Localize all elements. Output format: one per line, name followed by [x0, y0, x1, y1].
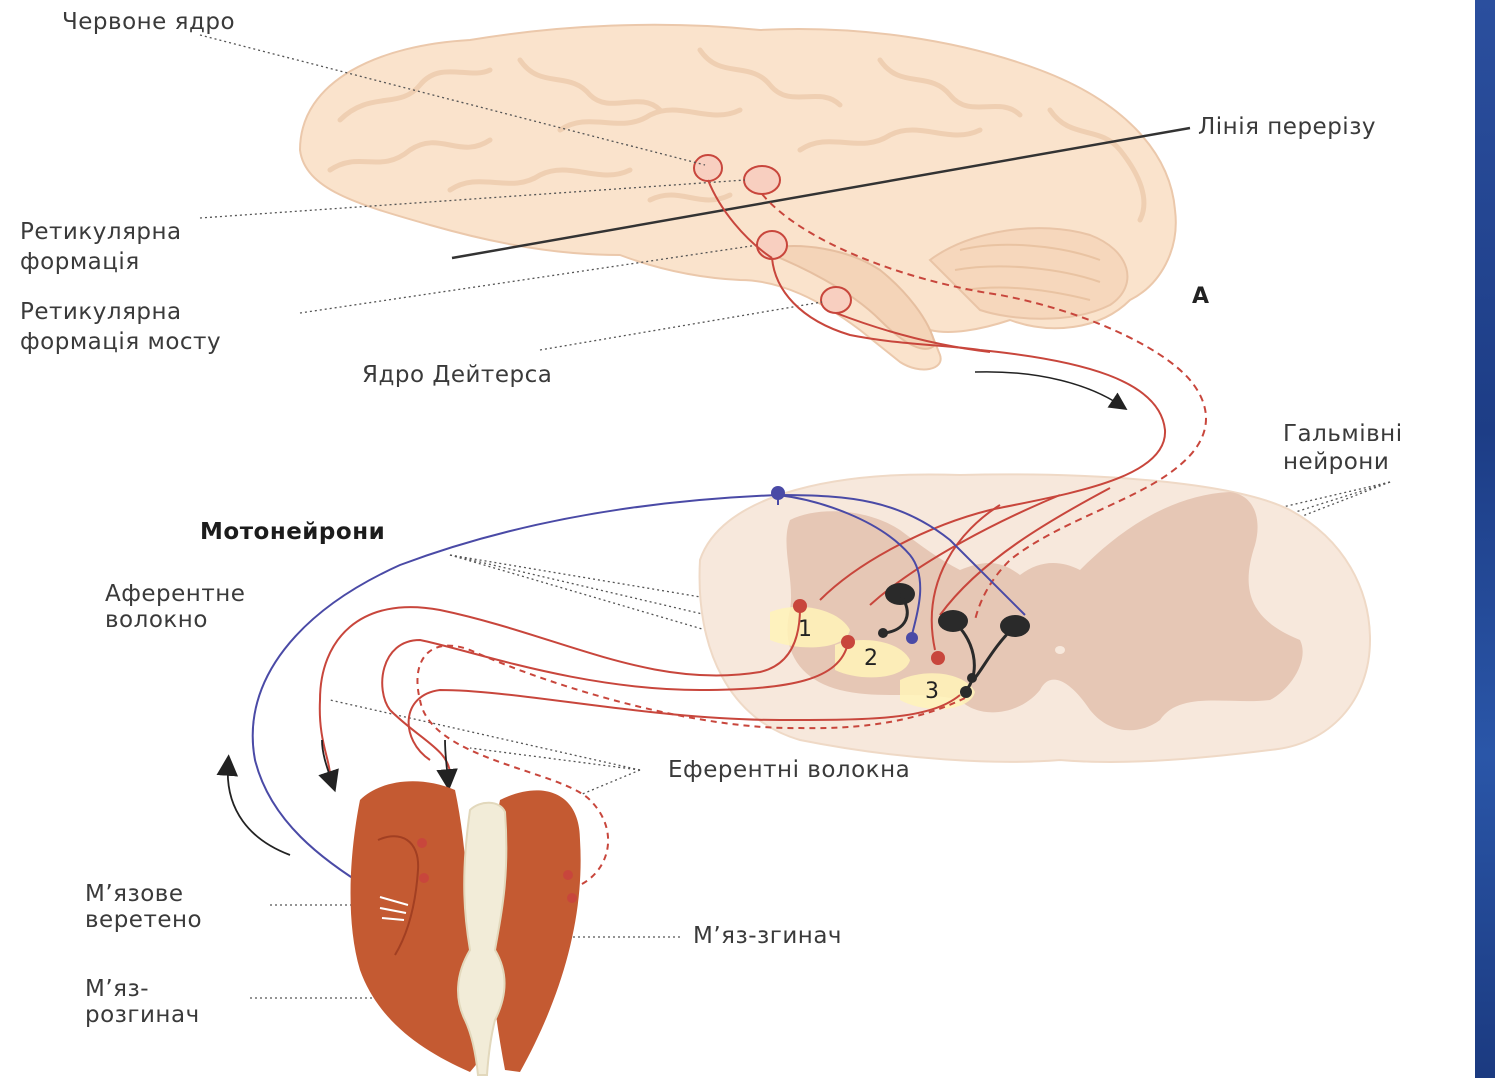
motoneuron-number-1: 1 [798, 617, 812, 642]
label-pons-reticular-line1: Ретикулярна [20, 298, 182, 327]
label-inhibitory-line2: нейрони [1283, 448, 1389, 477]
motoneuron-number-3: 3 [925, 679, 939, 704]
label-reticular-formation-line1: Ретикулярна [20, 218, 182, 247]
marker-a: А [1192, 284, 1209, 309]
descending-arrow [975, 372, 1120, 405]
label-extensor-line1: М’яз- [85, 975, 149, 1004]
label-cut-line: Лінія перерізу [1198, 113, 1376, 142]
label-red-nucleus: Червоне ядро [62, 8, 235, 37]
label-spindle-line1: М’язове [85, 880, 184, 909]
label-inhibitory-line1: Гальмівні [1283, 420, 1403, 449]
label-afferent-line1: Аферентне [105, 580, 245, 609]
label-afferent-line2: волокно [105, 606, 208, 635]
label-pons-reticular-line2: формація мосту [20, 328, 221, 357]
label-extensor-line2: розгинач [85, 1001, 200, 1030]
brain-shape [300, 25, 1176, 370]
motoneuron-number-2: 2 [864, 646, 878, 671]
label-reticular-formation-line2: формація [20, 248, 140, 277]
label-efferent: Еферентні волокна [668, 756, 910, 785]
label-motoneurons: Мотонейрони [200, 518, 385, 547]
label-deiters-nucleus: Ядро Дейтерса [362, 361, 552, 390]
slide-side-bar [1475, 0, 1495, 1078]
label-spindle-line2: веретено [85, 906, 202, 935]
muscles [351, 781, 581, 1075]
label-flexor: М’яз-згинач [693, 922, 842, 951]
